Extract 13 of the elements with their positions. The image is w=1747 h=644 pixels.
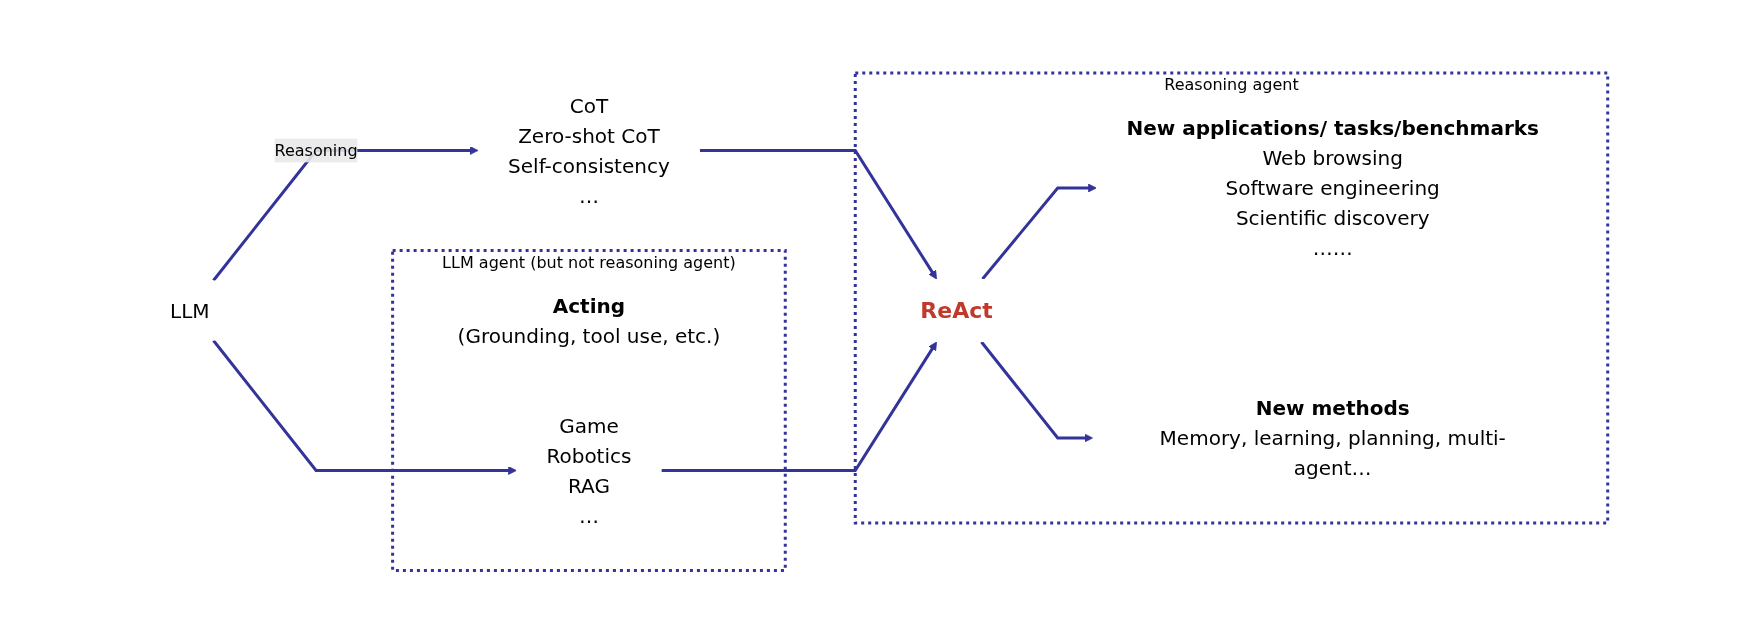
node-text: Acting (Grounding, tool use, etc.) (457, 293, 720, 348)
edge-label: Reasoning (274, 140, 358, 160)
arrow (211, 339, 517, 476)
arrow (699, 149, 937, 280)
node-text: CoT Zero-shot CoT Self-consistency … (507, 93, 670, 208)
node-text: New methods Memory, learning, planning, multi-agent… (1159, 396, 1506, 481)
node-text: LLM (169, 298, 210, 323)
node-text: ReAct (919, 298, 993, 324)
node-text: New applications/ tasks/benchmarks Web browsing Software engineering Scientific discovery …… (1126, 116, 1539, 261)
node-text: Game Robotics RAG … (546, 413, 632, 528)
arrow (981, 183, 1097, 281)
arrow (661, 341, 937, 473)
arrow (979, 341, 1093, 443)
